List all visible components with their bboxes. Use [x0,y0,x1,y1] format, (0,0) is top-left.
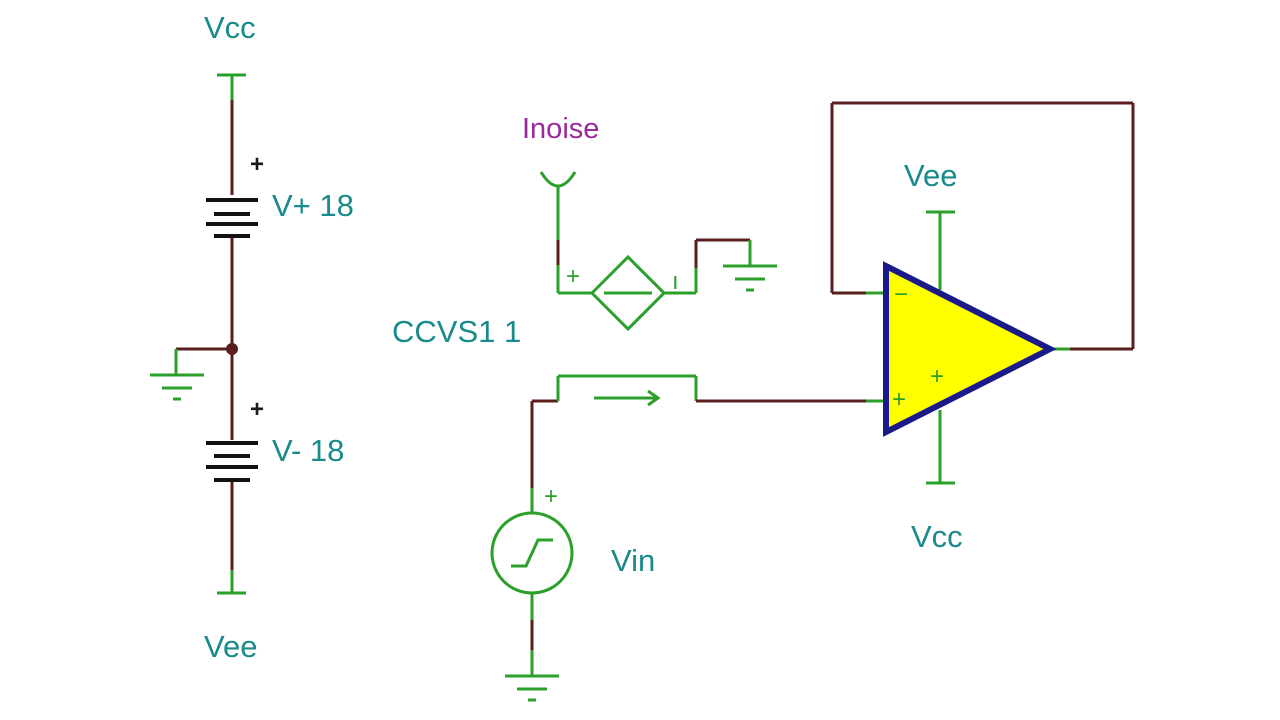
ccvs-minus-pin: ı [672,268,679,295]
label-battery-pos: V+ 18 [272,188,354,223]
label-opamp-vee: Vee [904,158,957,193]
ground-vin-icon [505,650,559,702]
noise-ccvs-branch: Inoise + ı CCVS1 1 [392,113,777,349]
ground-left-icon [150,349,204,401]
label-battery-neg: V- 18 [272,433,344,468]
opamp-block: − + + Vee Vcc [830,101,1135,554]
opamp-vcc-plus-pin: + [930,363,944,390]
current-direction-arrow-icon [594,389,661,407]
label-noise-meter: Inoise [522,113,599,145]
label-vee-bottom: Vee [204,629,257,664]
label-ccvs: CCVS1 1 [392,314,521,349]
battery-v-plus[interactable]: + [206,151,264,238]
battery-v-plus-polarity: + [250,151,264,178]
supply-branch: + + Vcc V+ 18 V- 18 Vee [150,10,354,664]
step-waveform-icon [511,538,553,568]
label-vin: Vin [611,543,655,578]
vin-source[interactable] [490,511,574,595]
vin-plus-pin: + [544,483,558,510]
noise-probe-icon[interactable] [539,171,577,188]
input-branch: + Vin [490,374,886,702]
battery-v-minus[interactable]: + [206,396,264,482]
ccvs-source[interactable] [589,254,667,332]
label-opamp-vcc: Vcc [911,519,963,554]
battery-v-minus-polarity: + [250,396,264,423]
label-vcc-top: Vcc [204,10,256,45]
opamp-edge-marker [928,285,942,296]
opamp-plus-pin: + [892,386,906,413]
ground-ccvs-icon [723,240,777,292]
ccvs-plus-pin: + [566,263,580,290]
opamp-triangle[interactable] [883,261,1057,437]
opamp-minus-pin: − [894,281,908,308]
